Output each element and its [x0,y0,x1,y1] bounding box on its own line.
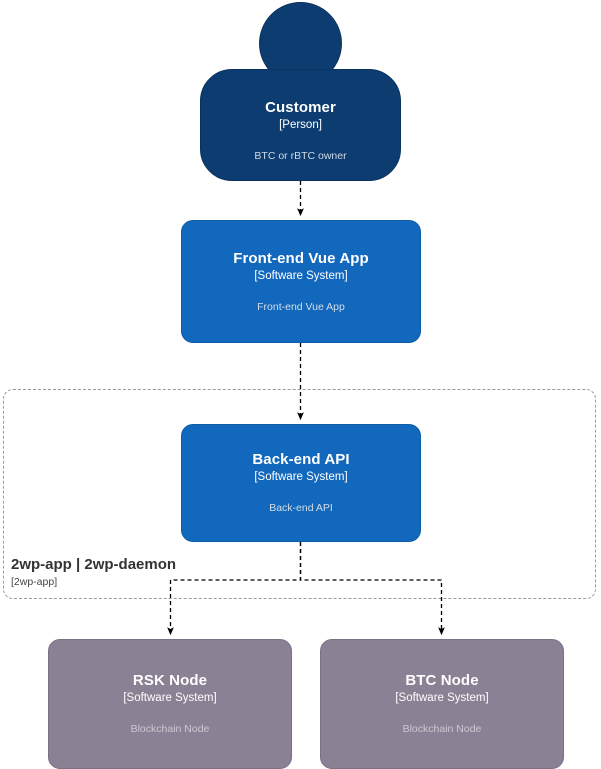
btc-node-subtitle: [Software System] [395,692,489,704]
customer-subtitle: [Person] [279,119,322,131]
frontend-title: Front-end Vue App [233,249,369,267]
frontend-subtitle: [Software System] [254,269,348,282]
backend-description: Back-end API [269,502,333,514]
node-rsk-node[interactable]: RSK Node [Software System] Blockchain No… [48,639,292,769]
node-btc-node[interactable]: BTC Node [Software System] Blockchain No… [320,639,564,769]
backend-title: Back-end API [252,451,350,468]
node-frontend-vue-app[interactable]: Front-end Vue App [Software System] Fron… [181,220,421,343]
system-boundary-label: 2wp-app | 2wp-daemon [2wp-app] [11,556,176,589]
node-backend-api[interactable]: Back-end API [Software System] Back-end … [181,424,421,542]
backend-subtitle: [Software System] [254,471,348,483]
node-customer[interactable]: Customer [Person] BTC or rBTC owner [200,69,401,181]
boundary-title: 2wp-app | 2wp-daemon [11,556,177,573]
boundary-subtitle: [2wp-app] [11,576,58,588]
btc-node-description: Blockchain Node [402,723,482,735]
rsk-node-description: Blockchain Node [130,723,210,735]
frontend-description: Front-end Vue App [257,300,345,313]
customer-title: Customer [265,99,336,116]
btc-node-title: BTC Node [405,672,479,689]
rsk-node-title: RSK Node [132,672,208,689]
rsk-node-subtitle: [Software System] [123,692,217,704]
customer-description: BTC or rBTC owner [254,150,347,162]
